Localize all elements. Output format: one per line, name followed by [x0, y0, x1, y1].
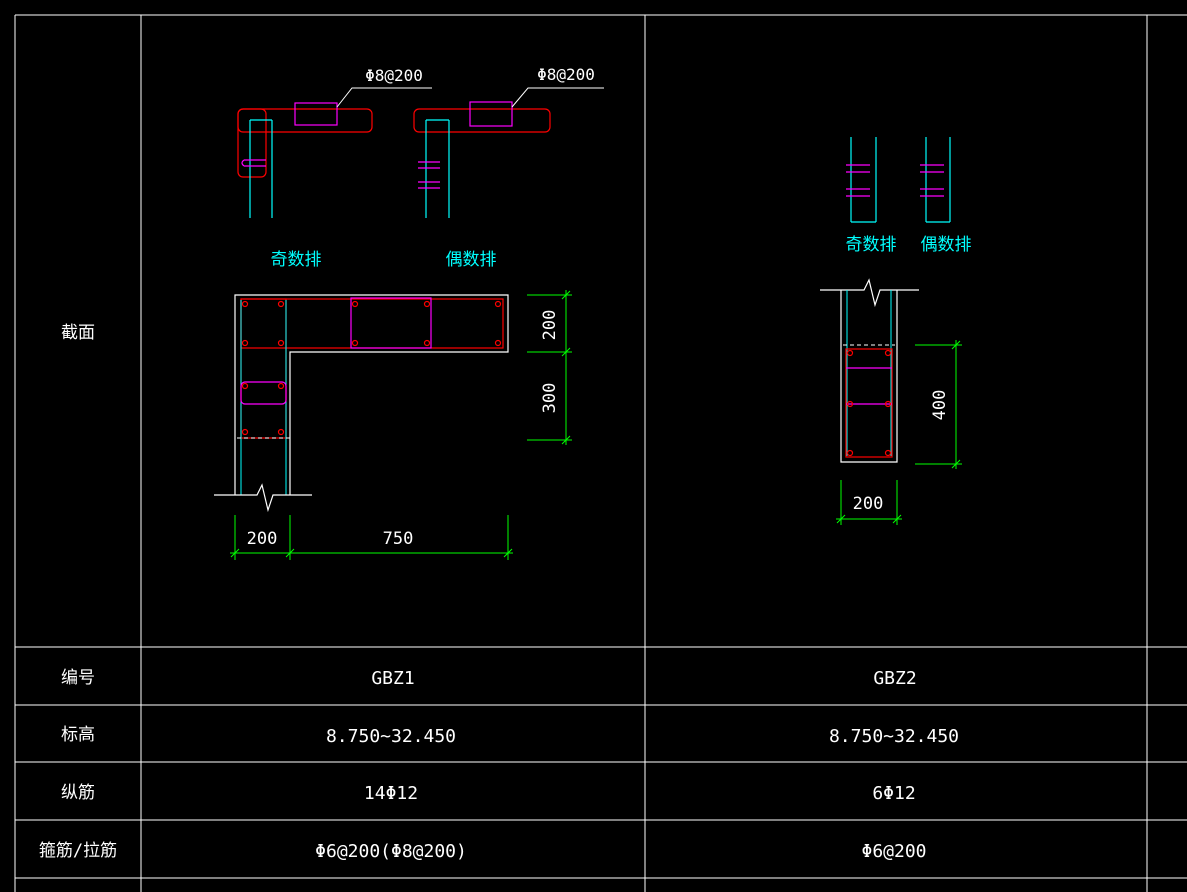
gbz2-rebar-dots: [846, 349, 892, 457]
row-labels: 截面 编号 标高 纵筋 箍筋/拉筋: [39, 323, 117, 861]
gbz2-rect-section: [820, 278, 919, 463]
data-cells: GBZ1 GBZ2 8.750~32.450 8.750~32.450 14Φ1…: [315, 668, 959, 862]
table-grid: [14, 14, 1187, 892]
row-label-id: 编号: [61, 668, 95, 688]
gbz1-section: Φ8@200 Φ8@200 奇数排 偶数排: [214, 65, 604, 560]
gbz2-section: 奇数排 偶数排 400 200: [820, 137, 972, 525]
gbz1-odd-row-detail: [237, 87, 432, 218]
gbz1-l-section: [214, 294, 509, 513]
gbz1-rebar-dots: [241, 300, 502, 436]
gbz1-dim-flange-length: 750: [383, 529, 414, 549]
gbz2-even-row-label: 偶数排: [921, 235, 972, 255]
gbz2-even-row-detail: [920, 137, 951, 223]
gbz2-elevation-cell: 8.750~32.450: [829, 726, 959, 747]
gbz2-dimensions: [836, 340, 962, 525]
gbz1-elevation-cell: 8.750~32.450: [326, 726, 456, 747]
gbz1-stirrup-cell: Φ6@200(Φ8@200): [315, 841, 467, 862]
row-label-longitudinal: 纵筋: [61, 783, 95, 803]
gbz1-id-cell: GBZ1: [371, 668, 414, 689]
row-label-elevation: 标高: [61, 725, 95, 745]
gbz2-dim-width: 200: [853, 494, 884, 514]
gbz1-dimensions: [230, 290, 572, 560]
gbz1-longitudinal-cell: 14Φ12: [364, 783, 418, 804]
gbz2-dim-height: 400: [930, 390, 950, 421]
gbz1-even-row-label: 偶数排: [446, 250, 497, 270]
gbz1-odd-row-label: 奇数排: [271, 250, 322, 270]
gbz1-odd-callout: Φ8@200: [365, 66, 423, 85]
gbz2-longitudinal-cell: 6Φ12: [872, 783, 915, 804]
gbz1-dim-web-height: 300: [540, 383, 560, 414]
gbz1-even-row-detail: [413, 87, 604, 218]
gbz2-odd-row-detail: [846, 137, 877, 223]
gbz1-dim-web-width: 200: [247, 529, 278, 549]
gbz1-dim-flange-height: 200: [540, 310, 560, 341]
gbz2-stirrup-cell: Φ6@200: [861, 841, 926, 862]
row-label-stirrup: 箍筋/拉筋: [39, 841, 117, 861]
gbz1-even-callout: Φ8@200: [537, 65, 595, 84]
gbz2-odd-row-label: 奇数排: [846, 235, 897, 255]
row-label-section: 截面: [61, 323, 95, 343]
gbz2-id-cell: GBZ2: [873, 668, 916, 689]
